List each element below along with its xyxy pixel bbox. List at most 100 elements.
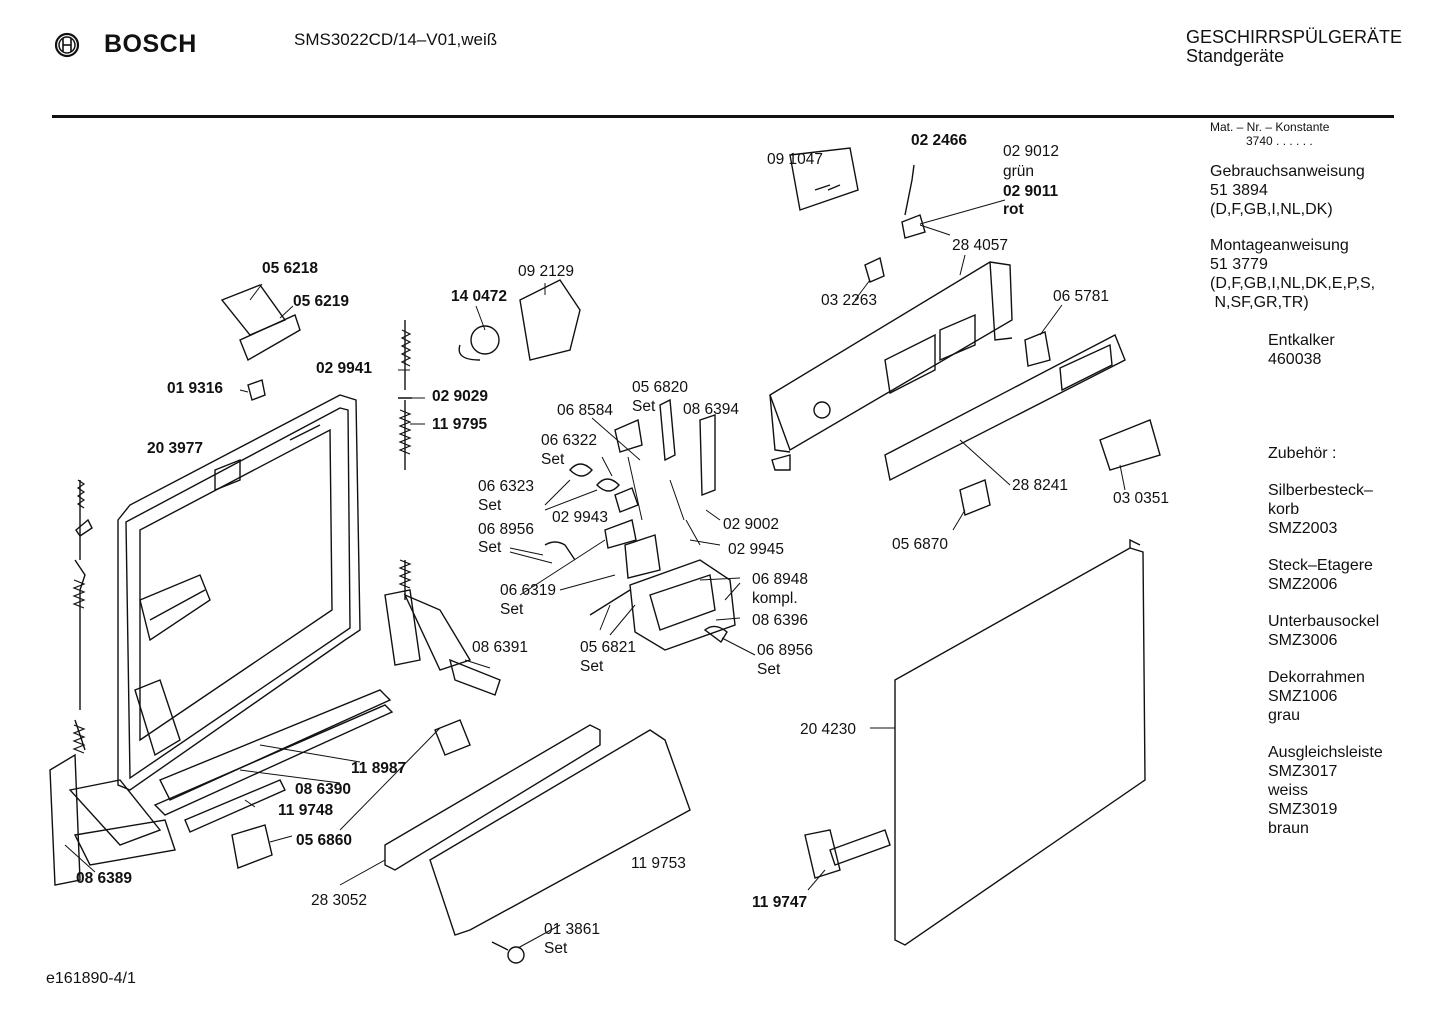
montage-lang-2: N,SF,GR,TR) bbox=[1210, 294, 1309, 311]
part-204230: 20 4230 bbox=[800, 721, 857, 738]
part-140472: 14 0472 bbox=[451, 288, 508, 305]
acc1-line: korb bbox=[1268, 501, 1300, 518]
acc1-line: SMZ2003 bbox=[1268, 520, 1338, 537]
part-056218: 05 6218 bbox=[262, 260, 319, 277]
door-lock-parts bbox=[220, 279, 581, 401]
leader-lines bbox=[64, 199, 1126, 949]
part-029011: 02 9011 bbox=[1003, 183, 1059, 200]
latch-parts bbox=[544, 398, 736, 651]
acc5-line: SMZ3019 bbox=[1268, 801, 1338, 818]
acc2-line: Steck–Etagere bbox=[1268, 557, 1373, 574]
entkalker-block: Entkalker 460038 bbox=[1268, 331, 1335, 369]
set-label: Set bbox=[478, 539, 502, 556]
category: GESCHIRRSPÜLGERÄTE Standgeräte bbox=[1186, 28, 1402, 66]
set-label: Set bbox=[544, 940, 568, 957]
header-rule bbox=[52, 115, 1394, 118]
part-066319: 06 6319 bbox=[500, 582, 557, 599]
acc5-line: weiss bbox=[1268, 782, 1309, 799]
part-056219: 05 6219 bbox=[293, 293, 350, 310]
part-056820: 05 6820 bbox=[632, 379, 689, 396]
kompl-label: kompl. bbox=[752, 590, 798, 607]
part-119747: 11 9747 bbox=[752, 894, 808, 911]
acc5-line: SMZ3017 bbox=[1268, 763, 1338, 780]
part-283052: 28 3052 bbox=[311, 892, 368, 909]
acc3-line: SMZ3006 bbox=[1268, 632, 1338, 649]
gebrauch-title: Gebrauchsanweisung bbox=[1210, 163, 1365, 180]
part-068956-a: 06 8956 bbox=[478, 521, 535, 538]
part-029029: 02 9029 bbox=[432, 388, 489, 405]
part-030351: 03 0351 bbox=[1113, 490, 1170, 507]
part-086396: 08 6396 bbox=[752, 612, 809, 629]
color-rot: rot bbox=[1003, 201, 1024, 218]
door-inner-panel bbox=[117, 394, 394, 833]
part-086391: 08 6391 bbox=[472, 639, 529, 656]
accessory-2: Steck–Etagere SMZ2006 bbox=[1268, 556, 1373, 594]
part-056870: 05 6870 bbox=[892, 536, 949, 553]
fascia-strip bbox=[884, 334, 1161, 516]
info-panel: Mat. – Nr. – Konstante 3740 . . . . . . … bbox=[1210, 120, 1375, 329]
part-065781: 06 5781 bbox=[1053, 288, 1110, 305]
part-066322: 06 6322 bbox=[541, 432, 598, 449]
set-label: Set bbox=[757, 661, 781, 678]
part-066323: 06 6323 bbox=[478, 478, 535, 495]
accessory-5: Ausgleichsleiste SMZ3017 weiss SMZ3019 b… bbox=[1268, 743, 1383, 838]
montage-lang-1: (D,F,GB,I,NL,DK,E,P,S, bbox=[1210, 275, 1376, 292]
set-label: Set bbox=[632, 398, 656, 415]
acc4-line: SMZ1006 bbox=[1268, 688, 1338, 705]
mat-header: Mat. – Nr. – Konstante bbox=[1210, 120, 1330, 134]
accessory-3: Unterbausockel SMZ3006 bbox=[1268, 612, 1379, 650]
part-284057: 28 4057 bbox=[952, 237, 1009, 254]
zubehoer-title: Zubehör : bbox=[1268, 445, 1337, 462]
gebrauch-nr: 51 3894 bbox=[1210, 182, 1268, 199]
part-029945: 02 9945 bbox=[728, 541, 785, 558]
part-029012: 02 9012 bbox=[1003, 143, 1060, 160]
set-label: Set bbox=[478, 497, 502, 514]
part-119795: 11 9795 bbox=[432, 416, 488, 433]
accessory-4: Dekorrahmen SMZ1006 grau bbox=[1268, 668, 1365, 725]
acc3-line: Unterbausockel bbox=[1268, 613, 1380, 630]
part-056821: 05 6821 bbox=[580, 639, 637, 656]
part-119748: 11 9748 bbox=[278, 802, 334, 819]
acc4-line: grau bbox=[1268, 707, 1301, 724]
brand-name: BOSCH bbox=[104, 30, 197, 58]
part-288241: 28 8241 bbox=[1012, 477, 1069, 494]
set-label: Set bbox=[541, 451, 565, 468]
part-068948: 06 8948 bbox=[752, 571, 809, 588]
color-gruen: grün bbox=[1003, 163, 1035, 180]
category-line-1: GESCHIRRSPÜLGERÄTE bbox=[1186, 27, 1403, 47]
part-032263: 03 2263 bbox=[821, 292, 878, 309]
montage-nr: 51 3779 bbox=[1210, 256, 1268, 273]
drawing-code: e161890-4/1 bbox=[46, 970, 136, 987]
part-029943: 02 9943 bbox=[552, 509, 609, 526]
part-091047: 09 1047 bbox=[767, 151, 824, 168]
spring-parts bbox=[72, 329, 412, 754]
gebrauch-lang: (D,F,GB,I,NL,DK) bbox=[1210, 201, 1333, 218]
control-panel bbox=[769, 147, 1051, 471]
set-label: Set bbox=[500, 601, 524, 618]
gebrauch-block: Gebrauchsanweisung 51 3894 (D,F,GB,I,NL,… bbox=[1210, 162, 1375, 219]
montage-title: Montageanweisung bbox=[1210, 237, 1349, 254]
part-118987: 11 8987 bbox=[351, 760, 407, 777]
part-119753: 11 9753 bbox=[631, 855, 686, 872]
outer-door-panel bbox=[804, 538, 1146, 946]
mat-value: 3740 . . . . . . bbox=[1246, 134, 1313, 148]
part-019316: 01 9316 bbox=[167, 380, 224, 397]
part-022466: 02 2466 bbox=[911, 132, 968, 149]
part-013861: 01 3861 bbox=[544, 921, 601, 938]
plinth-parts bbox=[231, 719, 691, 964]
part-086390: 08 6390 bbox=[295, 781, 352, 798]
entkalker-nr: 460038 bbox=[1268, 351, 1322, 368]
left-hinge bbox=[49, 480, 176, 886]
acc1-line: Silberbesteck– bbox=[1268, 482, 1373, 499]
acc5-line: Ausgleichsleiste bbox=[1268, 744, 1383, 761]
bosch-logo-icon bbox=[54, 32, 80, 58]
entkalker-title: Entkalker bbox=[1268, 332, 1335, 349]
part-029002: 02 9002 bbox=[723, 516, 780, 533]
category-line-2: Standgeräte bbox=[1186, 46, 1285, 66]
part-086389: 08 6389 bbox=[76, 870, 133, 887]
model-number: SMS3022CD/14–V01,weiß bbox=[294, 30, 498, 49]
accessory-1: Silberbesteck– korb SMZ2003 bbox=[1268, 481, 1373, 538]
acc5-line: braun bbox=[1268, 820, 1309, 837]
acc2-line: SMZ2006 bbox=[1268, 576, 1338, 593]
